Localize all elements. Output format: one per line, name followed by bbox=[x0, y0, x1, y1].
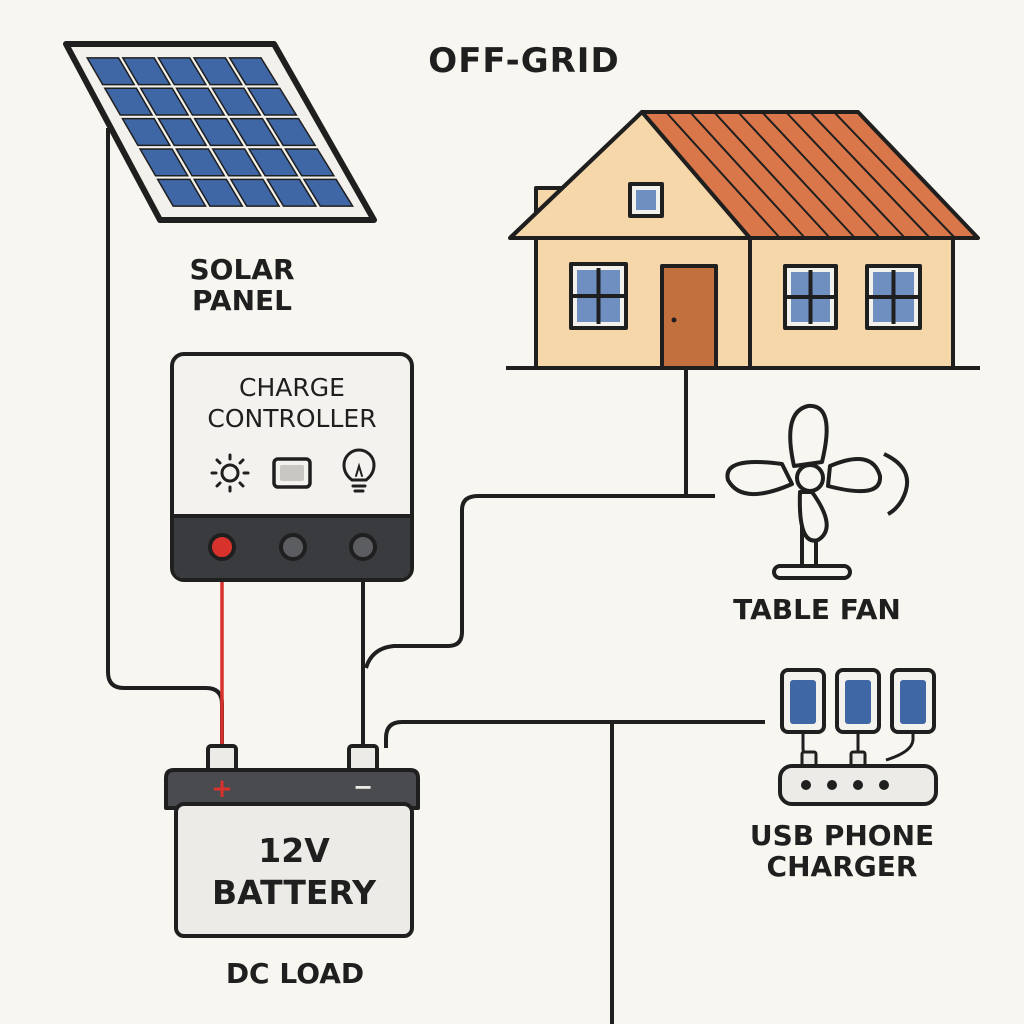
usb-charger-label-line1: USB PHONE bbox=[749, 819, 935, 852]
bulb-icon bbox=[342, 448, 376, 493]
solar-cell bbox=[175, 87, 226, 116]
solar-cell bbox=[121, 57, 172, 86]
fan-blade-top bbox=[788, 403, 829, 468]
phone-icon bbox=[835, 668, 881, 734]
window-middle bbox=[783, 264, 838, 330]
phone-cable-3 bbox=[885, 728, 915, 762]
charge-controller-label: CHARGE CONTROLLER bbox=[182, 372, 402, 435]
controller-to-house-wire bbox=[364, 494, 715, 669]
battery-label-line2: BATTERY bbox=[212, 873, 376, 913]
solar-cell bbox=[228, 57, 279, 86]
solar-cell bbox=[211, 87, 262, 116]
battery-body bbox=[174, 802, 414, 938]
solar-panel bbox=[63, 41, 377, 223]
solar-panel-label: SOLAR PANEL bbox=[162, 254, 322, 317]
solar-panel-label-line1: SOLAR bbox=[189, 253, 295, 286]
solar-cell bbox=[302, 178, 355, 207]
solar-panel-label-line2: PANEL bbox=[191, 284, 293, 318]
fan-cage-arc bbox=[883, 452, 910, 516]
solar-cell bbox=[192, 57, 244, 86]
table-fan-label: TABLE FAN bbox=[733, 593, 901, 626]
solar-cell bbox=[229, 117, 281, 147]
solar-cell bbox=[192, 178, 244, 207]
solar-cell bbox=[138, 148, 190, 177]
display-icon bbox=[272, 457, 312, 489]
fan-hub bbox=[795, 463, 825, 493]
battery-label: 12V BATTERY bbox=[186, 830, 402, 914]
solar-cell bbox=[211, 148, 263, 177]
house-wall-right bbox=[748, 236, 955, 370]
power-strip-icon bbox=[778, 764, 938, 806]
usb-charger-label: USB PHONE CHARGER bbox=[732, 820, 952, 883]
terminal-negative bbox=[349, 533, 377, 561]
attic-window bbox=[628, 182, 664, 218]
window-right bbox=[865, 264, 922, 330]
solar-cell bbox=[157, 117, 208, 147]
solar-cell bbox=[157, 57, 208, 86]
fan-blade-bottom bbox=[797, 490, 829, 543]
phone-icon bbox=[890, 668, 936, 734]
roof-ridges bbox=[665, 111, 956, 239]
roof-gable-edge bbox=[508, 110, 644, 240]
battery-lid bbox=[164, 768, 420, 810]
door bbox=[660, 264, 718, 370]
charge-controller-label-line2: CONTROLLER bbox=[207, 404, 377, 434]
terminal-positive bbox=[208, 533, 236, 561]
solar-cell bbox=[103, 87, 154, 116]
solar-cell bbox=[284, 148, 336, 177]
window-left bbox=[569, 262, 628, 330]
solar-cell bbox=[229, 178, 281, 207]
fan-icon bbox=[725, 403, 910, 580]
house bbox=[506, 110, 980, 370]
charge-controller-label-line1: CHARGE bbox=[239, 373, 345, 402]
charge-controller bbox=[170, 352, 414, 582]
solar-cell bbox=[175, 148, 226, 177]
solar-cell bbox=[85, 57, 136, 86]
solar-cell bbox=[139, 87, 190, 116]
solar-cell bbox=[265, 117, 317, 147]
solar-cell bbox=[193, 117, 244, 147]
battery-minus-sign: − bbox=[353, 773, 373, 801]
solar-cell bbox=[156, 178, 207, 207]
sun-icon bbox=[210, 453, 250, 493]
terminal-middle bbox=[279, 533, 307, 561]
usb-charger-device bbox=[778, 668, 938, 806]
phone-icon bbox=[780, 668, 826, 734]
solar-cell bbox=[247, 148, 299, 177]
fan-blade-right bbox=[826, 457, 883, 494]
battery-label-line1: 12V bbox=[258, 831, 330, 870]
fan-blade-left bbox=[725, 460, 794, 497]
diagram-title: OFF-GRID bbox=[428, 41, 620, 81]
battery-to-load-wire bbox=[384, 720, 765, 748]
dc-load-label: DC LOAD bbox=[225, 957, 365, 990]
fan-base bbox=[772, 564, 852, 580]
solar-cell bbox=[246, 87, 298, 116]
solar-cell bbox=[121, 117, 172, 147]
usb-charger-label-line2: CHARGER bbox=[766, 850, 918, 884]
battery-plus-sign: + bbox=[211, 774, 233, 804]
solar-cell bbox=[266, 178, 318, 207]
battery bbox=[164, 744, 420, 938]
solar-cells bbox=[85, 57, 355, 207]
